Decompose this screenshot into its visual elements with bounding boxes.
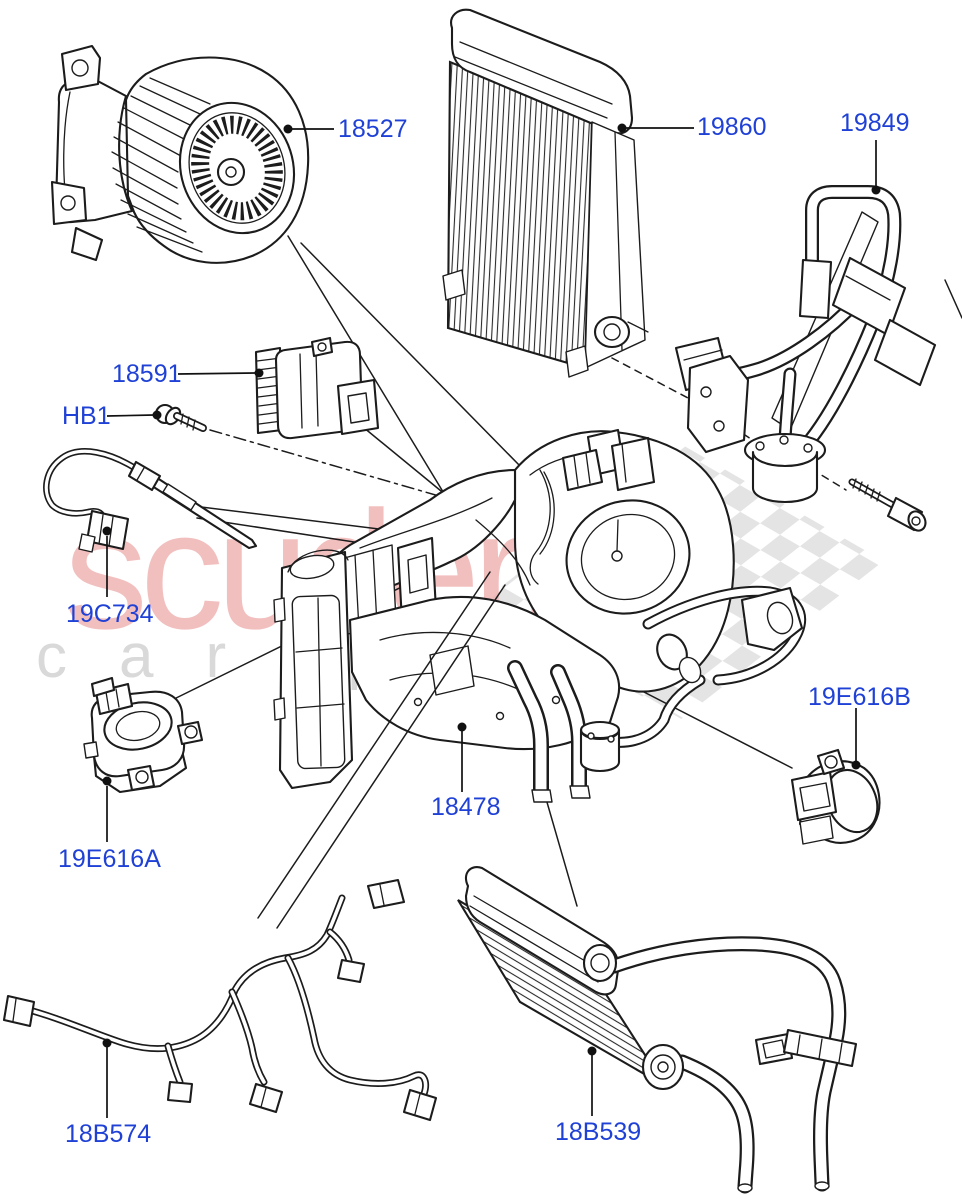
part-label-18b539: 18B539 (555, 1118, 642, 1146)
actuator-b-illustration (790, 748, 881, 845)
part-label-19849: 19849 (840, 109, 910, 137)
hb1-bolt-illustration (154, 403, 207, 432)
actuator-a-illustration (83, 676, 204, 794)
part-label-19e616b: 19E616B (808, 683, 911, 711)
socket-bolt-illustration (848, 478, 927, 532)
blower-motor-illustration (50, 44, 310, 264)
resistor-illustration (254, 336, 380, 440)
evaporator-illustration (442, 8, 649, 378)
part-label-18478: 18478 (431, 793, 501, 821)
part-label-hb1: HB1 (62, 402, 111, 430)
part-label-18591: 18591 (112, 360, 182, 388)
blower-drum-fins (111, 77, 211, 253)
heater-housing-illustration (273, 428, 807, 803)
part-label-18b574: 18B574 (65, 1120, 152, 1148)
part-label-19860: 19860 (697, 113, 767, 141)
explosion-lines-front (257, 571, 506, 929)
part-label-19e616a: 19E616A (58, 845, 161, 873)
wiring-harness-illustration (2, 878, 438, 1122)
part-label-18527: 18527 (338, 115, 408, 143)
sensor-probe-illustration (43, 448, 258, 553)
ac-pipes-illustration (674, 185, 937, 532)
label-leader-lines (102, 123, 881, 1118)
part-label-19c734: 19C734 (66, 600, 154, 628)
heater-core-illustration (457, 866, 858, 1194)
